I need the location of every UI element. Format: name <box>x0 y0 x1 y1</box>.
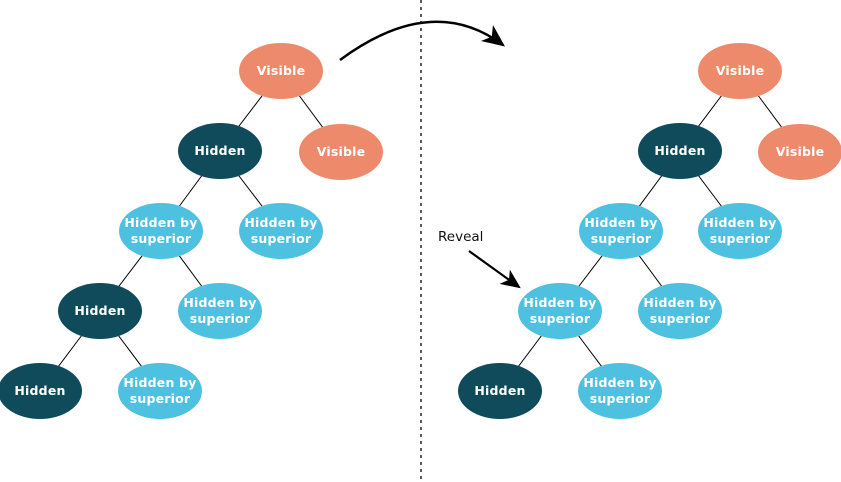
tree-edge <box>39 310 101 392</box>
tree-edge <box>559 310 621 392</box>
tree-edge <box>620 230 681 312</box>
tree-edge <box>679 70 741 152</box>
tree-edge <box>160 230 221 312</box>
transform-arrow-icon <box>339 20 506 62</box>
tree-edge <box>219 70 282 152</box>
tree-edge <box>219 150 282 232</box>
tree-edge <box>739 70 801 153</box>
tree-edge <box>99 310 161 392</box>
tree-edge <box>679 150 741 232</box>
tree-edge <box>280 70 342 153</box>
tree-edge <box>99 230 162 312</box>
reveal-label: Reveal <box>438 229 484 245</box>
tree-edge <box>160 150 221 232</box>
tree-edge <box>499 310 561 392</box>
reveal-arrow-icon <box>468 250 521 289</box>
tree-edge <box>620 150 681 232</box>
tree-edge <box>559 230 622 312</box>
